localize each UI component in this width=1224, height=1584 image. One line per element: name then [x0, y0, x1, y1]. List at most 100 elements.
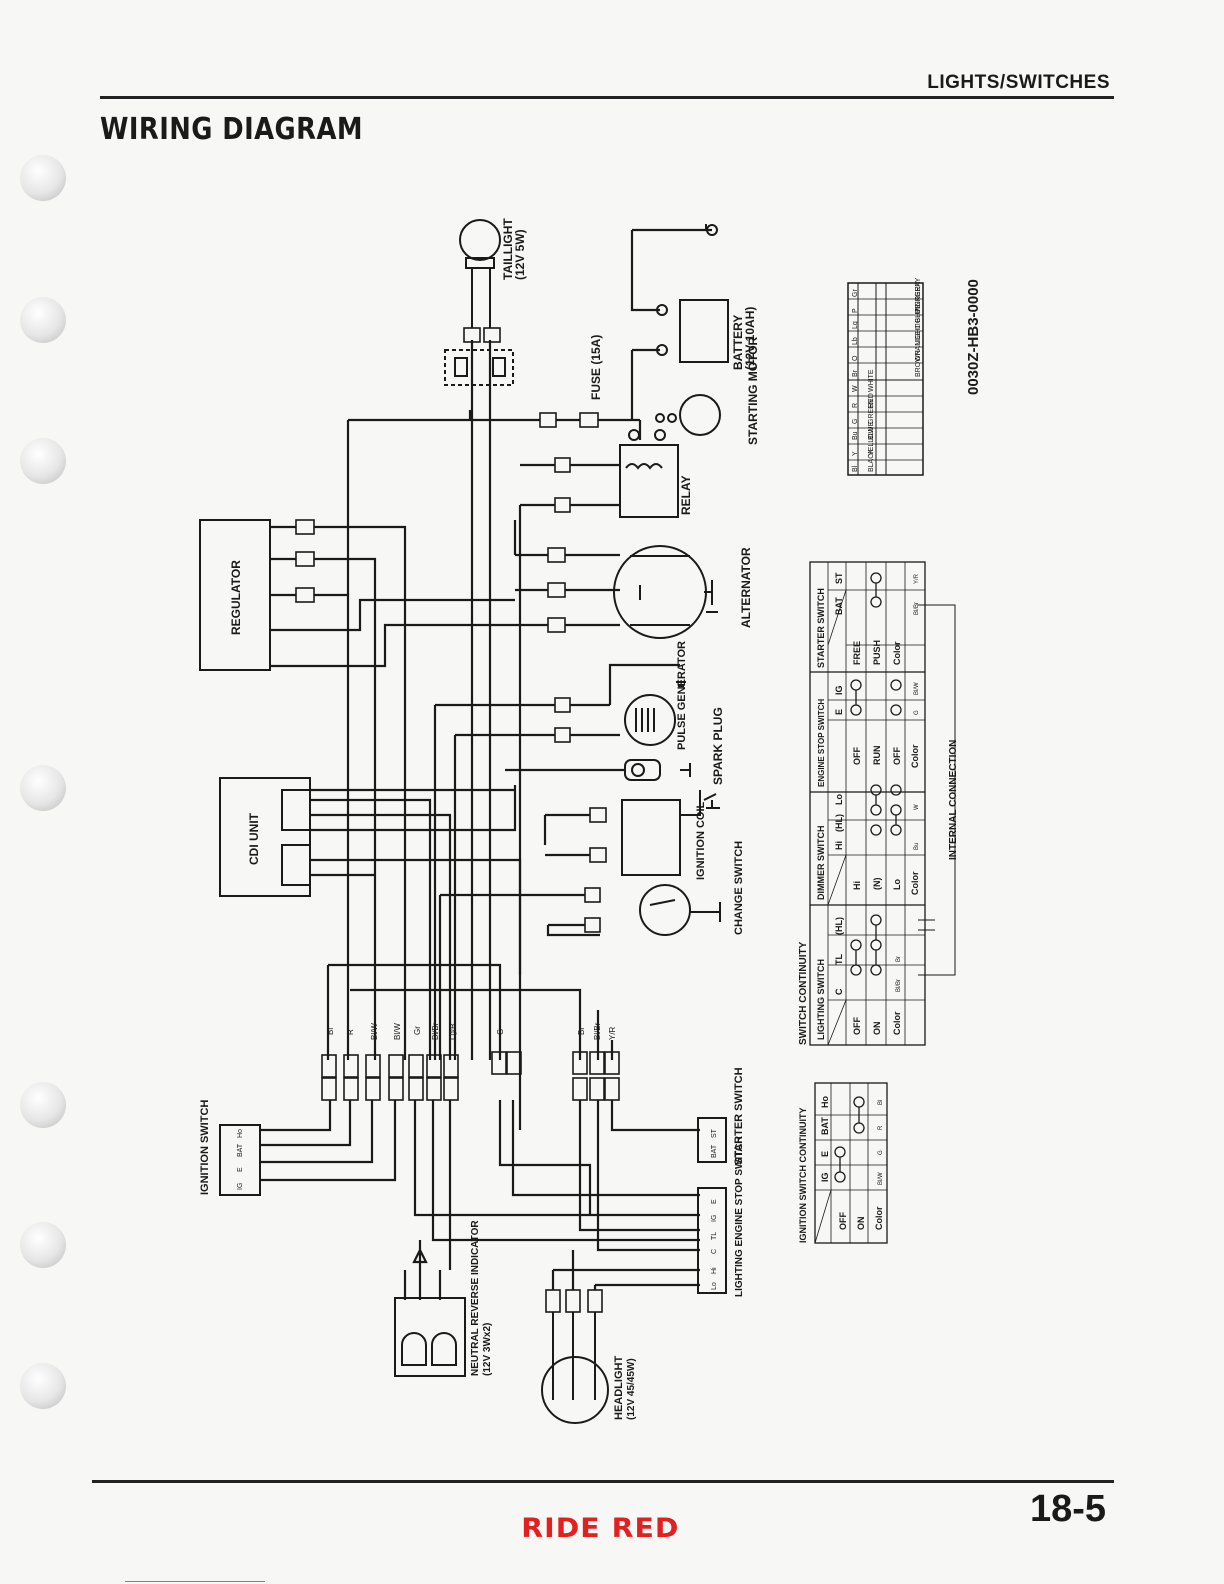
part-number: 0030Z-HB3-0000 — [965, 279, 982, 395]
headlight-label: HEADLIGHT — [613, 1356, 625, 1420]
svg-text:W: W — [914, 804, 920, 810]
page-title: WIRING DIAGRAM — [100, 112, 363, 147]
svg-text:Bl/W: Bl/W — [914, 682, 920, 695]
binder-hole — [20, 1363, 66, 1409]
binder-hole — [20, 1082, 66, 1128]
battery-spec: (12V 10AH) — [743, 307, 757, 370]
svg-text:Bu: Bu — [852, 431, 859, 440]
alternator-symbol — [613, 545, 718, 639]
svg-text:Bl/Br: Bl/Br — [896, 979, 902, 992]
svg-text:G: G — [852, 419, 859, 424]
svg-text:P: P — [852, 308, 859, 313]
ignition-continuity-text: IGNITION SWITCH CONTINUITY IG E BAT Ho O… — [798, 1096, 884, 1243]
svg-text:Lg: Lg — [852, 321, 859, 329]
svg-text:BROWN: BROWN — [915, 350, 922, 377]
svg-text:O: O — [852, 355, 859, 361]
svg-text:E: E — [237, 1167, 244, 1172]
svg-text:Br: Br — [896, 956, 902, 962]
svg-text:(HL): (HL) — [834, 814, 844, 832]
wire-label: Lg/R — [448, 1023, 457, 1040]
connectors — [295, 327, 620, 1313]
svg-text:Hi: Hi — [834, 841, 844, 850]
svg-text:OFF: OFF — [892, 747, 902, 765]
svg-text:Color: Color — [910, 744, 920, 768]
svg-text:YELLOW: YELLOW — [868, 426, 875, 456]
page-number: 18-5 — [1029, 1488, 1106, 1530]
svg-text:E: E — [711, 1199, 718, 1204]
svg-text:E: E — [820, 1151, 830, 1157]
footer-rule — [92, 1480, 1114, 1483]
svg-text:OFF: OFF — [852, 1017, 862, 1035]
svg-text:LIGHT BLUE: LIGHT BLUE — [915, 304, 922, 345]
starting-motor-symbol — [655, 394, 721, 436]
svg-text:Bl: Bl — [852, 465, 859, 472]
svg-text:Color: Color — [910, 871, 920, 895]
svg-text:G: G — [878, 1150, 884, 1155]
svg-text:BAT: BAT — [711, 1144, 718, 1158]
wire-label: R — [346, 1029, 355, 1035]
dimmer-switch-title: DIMMER SWITCH — [816, 826, 826, 901]
ignition-continuity-title: IGNITION SWITCH CONTINUITY — [798, 1108, 808, 1244]
binder-hole — [20, 765, 66, 811]
svg-text:IG: IG — [820, 1172, 830, 1182]
svg-text:ON: ON — [856, 1217, 866, 1231]
svg-text:FREE: FREE — [852, 641, 862, 665]
binder-hole — [20, 1222, 66, 1268]
lighting-switch-title: LIGHTING SWITCH — [816, 959, 826, 1040]
starting-motor-label: STARTING MOTOR — [746, 336, 760, 445]
cdi-unit-label: CDI UNIT — [247, 812, 261, 865]
wire-label: Br — [577, 1027, 586, 1035]
svg-text:ON: ON — [872, 1022, 882, 1036]
component-labels: TAILLIGHT (12V 5W) BATTERY (12V 10AH) FU… — [199, 218, 760, 1420]
svg-text:R: R — [852, 403, 859, 408]
battery-symbol — [656, 224, 729, 363]
regulator-label: REGULATOR — [229, 560, 243, 635]
svg-text:GREEN: GREEN — [868, 399, 875, 424]
color-legend — [847, 282, 924, 476]
wire-label: G — [496, 1029, 505, 1035]
header-rule — [100, 96, 1114, 99]
svg-text:ST: ST — [711, 1128, 718, 1138]
neutral-indicator-spec: (12V 3Wx2) — [482, 1323, 493, 1376]
svg-text:OFF: OFF — [852, 747, 862, 765]
lighting-engine-stop-switch-symbol — [697, 1187, 727, 1294]
svg-text:Color: Color — [892, 1011, 902, 1035]
lighting-engine-stop-switch-label: LIGHTING ENGINE STOP SWITCH — [734, 1136, 745, 1297]
ignition-coil-label: IGNITION COIL — [695, 802, 707, 881]
svg-text:(HL): (HL) — [834, 917, 844, 935]
svg-text:IG: IG — [711, 1215, 718, 1222]
switch-continuity-table — [809, 561, 956, 1046]
cdi-unit-symbol — [219, 777, 311, 897]
taillight-spec: (12V 5W) — [513, 229, 527, 280]
svg-text:C: C — [711, 1249, 718, 1254]
svg-text:Color: Color — [892, 641, 902, 665]
spark-plug-label: SPARK PLUG — [711, 707, 725, 785]
svg-text:Color: Color — [874, 1206, 884, 1230]
svg-text:Lb: Lb — [852, 337, 859, 345]
headlight-symbol — [541, 1312, 609, 1424]
spark-plug-symbol — [624, 759, 691, 781]
alternator-label: ALTERNATOR — [739, 547, 753, 628]
ignition-switch-label: IGNITION SWITCH — [199, 1100, 211, 1195]
wire-label: Bl/W — [370, 1023, 379, 1040]
wire-label: Bl/Br — [431, 1022, 440, 1040]
starter-switch-title: STARTER SWITCH — [816, 588, 826, 668]
binder-hole — [20, 155, 66, 201]
switch-continuity-title: SWITCH CONTINUITY — [798, 941, 809, 1045]
svg-text:ST: ST — [834, 572, 844, 584]
svg-text:TL: TL — [711, 1232, 718, 1240]
svg-text:GRAY: GRAY — [915, 277, 922, 297]
svg-text:Hi: Hi — [852, 881, 862, 890]
svg-text:Lo: Lo — [892, 879, 902, 890]
svg-text:IG: IG — [237, 1183, 244, 1190]
svg-text:RED: RED — [868, 393, 875, 408]
switch-continuity-text: SWITCH CONTINUITY LIGHTING SWITCH C TL (… — [798, 572, 959, 1045]
binder-hole — [20, 297, 66, 343]
wires — [260, 228, 712, 1300]
regulator-symbol — [199, 519, 271, 671]
section-label: LIGHTS/SWITCHES — [927, 72, 1110, 93]
svg-text:OFF: OFF — [838, 1212, 848, 1230]
svg-text:PUSH: PUSH — [872, 640, 882, 665]
ignition-switch-symbol — [219, 1124, 261, 1196]
wire-label: Bl/W — [393, 1023, 402, 1040]
